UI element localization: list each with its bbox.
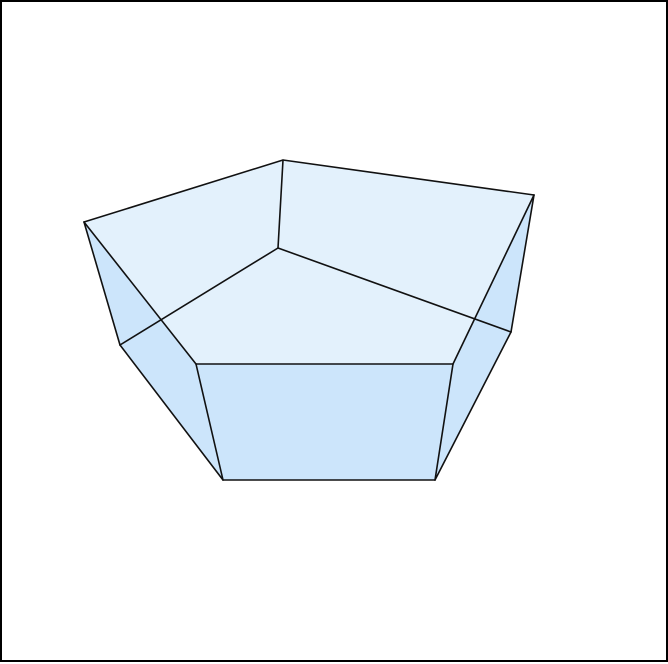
top-outline-edge <box>83 159 535 223</box>
right-lower-edge <box>434 331 512 481</box>
interior-edge-left <box>119 247 279 346</box>
left-side-face <box>84 222 223 480</box>
right-front-edge <box>452 194 535 365</box>
left-lower-edge <box>119 344 224 481</box>
front-face <box>196 364 453 480</box>
front-right-edge <box>434 363 454 481</box>
interior-edge-back <box>277 159 284 249</box>
left-front-edge <box>83 221 197 365</box>
interior-edge-right <box>277 247 512 333</box>
left-outer-edge <box>83 221 121 346</box>
right-side-face <box>435 195 534 480</box>
right-outer-edge <box>510 194 535 333</box>
top-rim-face <box>84 160 534 364</box>
front-left-edge <box>195 363 224 481</box>
